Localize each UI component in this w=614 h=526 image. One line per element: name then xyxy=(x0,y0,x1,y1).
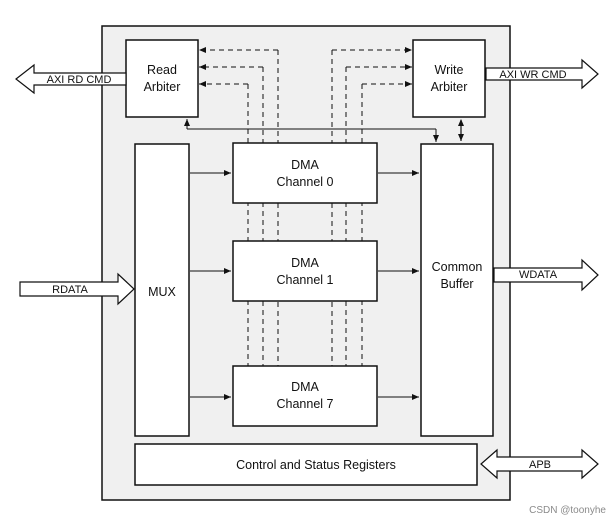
mux-label: MUX xyxy=(148,285,176,299)
apb-arrow: APB xyxy=(480,448,599,480)
dma-channel-7-label-line2: Channel 7 xyxy=(277,397,334,411)
apb-label: APB xyxy=(529,459,551,471)
dma-channel-0-label-line2: Channel 0 xyxy=(277,175,334,189)
common-buffer-block: Common Buffer xyxy=(420,143,494,437)
axi-wr-cmd-label: AXI WR CMD xyxy=(499,69,566,81)
arbiter-dashed-buses xyxy=(199,47,412,366)
control-status-registers-block: Control and Status Registers xyxy=(134,443,478,486)
read-arbiter-label-line2: Arbiter xyxy=(144,80,181,94)
dma-channel-7-block: DMA Channel 7 xyxy=(232,365,378,427)
axi-rd-cmd-label: AXI RD CMD xyxy=(47,74,112,86)
dma-channel-0-block: DMA Channel 0 xyxy=(232,142,378,204)
write-arbiter-label-line2: Arbiter xyxy=(431,80,468,94)
rdata-arrow: RDATA xyxy=(19,272,135,306)
axi-rd-cmd-arrow: AXI RD CMD xyxy=(15,63,127,95)
common-buffer-label-line1: Common xyxy=(432,260,483,274)
rdata-label: RDATA xyxy=(52,284,88,296)
wdata-label: WDATA xyxy=(519,269,558,281)
dma-channel-1-label-line2: Channel 1 xyxy=(277,273,334,287)
dma-channel-0-label-line1: DMA xyxy=(291,158,319,172)
watermark-text: CSDN @toonyhe xyxy=(529,505,606,516)
axi-wr-cmd-arrow: AXI WR CMD xyxy=(485,58,599,90)
read-arbiter-block: Read Arbiter xyxy=(125,39,199,118)
data-path-arrows xyxy=(190,170,419,400)
write-arbiter-block: Write Arbiter xyxy=(412,39,486,118)
csr-label: Control and Status Registers xyxy=(236,458,396,472)
dma-channel-1-block: DMA Channel 1 xyxy=(232,240,378,302)
write-arbiter-label-line1: Write xyxy=(435,63,464,77)
read-arbiter-label-line1: Read xyxy=(147,63,177,77)
wdata-arrow: WDATA xyxy=(493,258,599,292)
buffer-to-read-arbiter-line xyxy=(184,119,439,142)
mux-block: MUX xyxy=(134,143,190,437)
dma-channel-1-label-line1: DMA xyxy=(291,256,319,270)
common-buffer-label-line2: Buffer xyxy=(440,277,473,291)
dma-channel-7-label-line1: DMA xyxy=(291,380,319,394)
